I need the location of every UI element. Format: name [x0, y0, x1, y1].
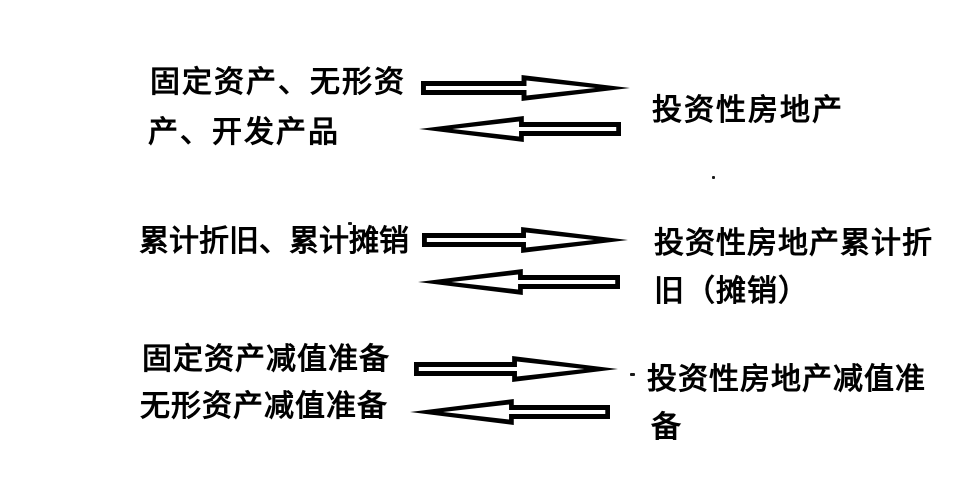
row3-right-label-line2: 备 — [651, 411, 682, 444]
ink-dot-icon — [712, 176, 715, 179]
ink-dash-icon — [630, 373, 635, 376]
ink-dot-icon — [348, 222, 352, 225]
row2-right-label-line1: 投资性房地产累计折 — [654, 227, 933, 260]
row1-left-label-line2: 产、开发产品 — [148, 116, 340, 149]
row2-left-label-line1: 累计折旧、累计摊销 — [139, 225, 409, 258]
row3-left-label-line2: 无形资产减值准备 — [140, 390, 388, 423]
row1-left-label-line1: 固定资产、无形资 — [150, 66, 406, 99]
block-arrow-right-icon — [414, 356, 618, 382]
row3-left-label-line1: 固定资产减值准备 — [142, 343, 390, 376]
row3-right-label-line1: 投资性房地产减值准 — [647, 363, 926, 396]
block-arrow-right-icon — [422, 227, 628, 253]
row1-right-label-line1: 投资性房地产 — [652, 94, 844, 127]
block-arrow-right-icon — [421, 75, 630, 101]
row2-right-label-line2: 旧（摊销） — [654, 275, 809, 308]
block-arrow-left-icon — [418, 269, 620, 295]
block-arrow-left-icon — [419, 116, 621, 142]
block-arrow-left-icon — [410, 399, 610, 425]
